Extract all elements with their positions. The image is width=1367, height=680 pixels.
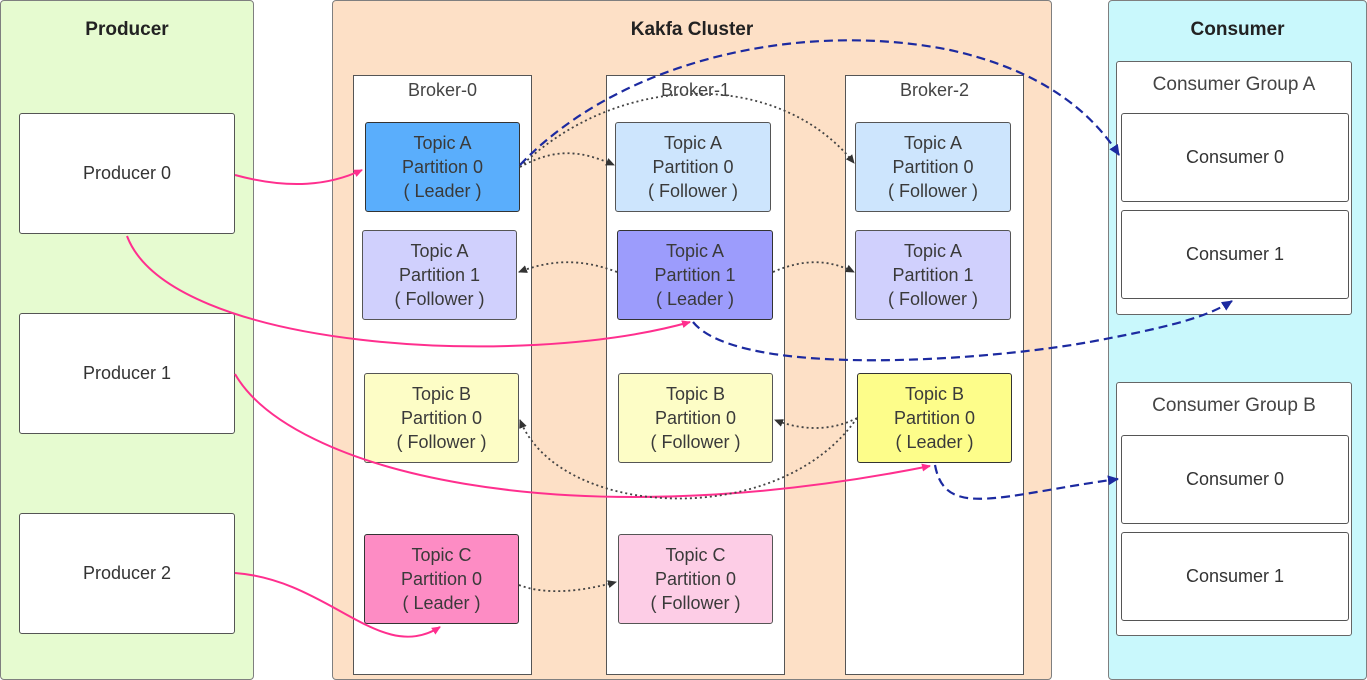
- partition-role: ( Leader ): [655, 289, 735, 309]
- partition-number: Partition 0: [654, 408, 737, 428]
- broker-0-label: Broker-0: [407, 80, 478, 100]
- broker-1-topic-a-partition-1[interactable]: Topic A Partition 1 ( Leader ): [617, 230, 773, 320]
- produce-arrow: [126, 235, 691, 348]
- partition-role: ( Leader ): [402, 593, 481, 613]
- partition-number: Partition 1: [892, 265, 974, 285]
- kafka-cluster-title: Kakfa Cluster: [630, 19, 754, 40]
- replication-arrow: [518, 580, 617, 593]
- broker-0-topic-a-partition-1[interactable]: Topic A Partition 1 ( Follower ): [362, 230, 517, 320]
- partition-topic: Topic A: [665, 241, 725, 261]
- partition-topic: Topic A: [413, 133, 472, 153]
- partition-role: ( Follower ): [650, 593, 741, 613]
- partition-topic: Topic C: [665, 545, 726, 565]
- broker-2-topic-b-partition-0[interactable]: Topic B Partition 0 ( Leader ): [857, 373, 1012, 463]
- partition-number: Partition 1: [654, 265, 736, 285]
- partition-role: ( Leader ): [895, 432, 974, 452]
- consumer-group-a-consumer-1[interactable]: Consumer 1: [1121, 210, 1349, 299]
- producer-2[interactable]: Producer 2: [19, 513, 235, 634]
- produce-arrow: [234, 373, 931, 498]
- broker-0-topic-c-partition-0[interactable]: Topic C Partition 0 ( Leader ): [364, 534, 519, 624]
- partition-role: ( Follower ): [887, 181, 978, 201]
- broker-2-topic-a-partition-1[interactable]: Topic A Partition 1 ( Follower ): [855, 230, 1011, 320]
- produce-arrow: [234, 572, 441, 638]
- consumer-group-b-label: Consumer Group B: [1152, 395, 1316, 416]
- consume-arrow: [933, 464, 1119, 500]
- replication-arrow: [774, 417, 858, 429]
- partition-topic: Topic A: [663, 133, 723, 153]
- replication-arrow: [772, 261, 855, 273]
- broker-1-topic-c-partition-0[interactable]: Topic C Partition 0 ( Follower ): [618, 534, 773, 624]
- partition-number: Partition 0: [400, 408, 483, 428]
- partition-topic: Topic B: [411, 384, 472, 404]
- partition-topic: Topic C: [411, 545, 472, 565]
- partition-number: Partition 0: [654, 569, 737, 589]
- broker-1-topic-a-partition-0[interactable]: Topic A Partition 0 ( Follower ): [615, 122, 771, 212]
- broker-2-topic-a-partition-0[interactable]: Topic A Partition 0 ( Follower ): [855, 122, 1011, 212]
- partition-number: Partition 0: [400, 569, 483, 589]
- partition-number: Partition 1: [398, 265, 481, 285]
- consumer-panel-title: Consumer: [1190, 19, 1285, 40]
- partition-number: Partition 0: [892, 157, 974, 177]
- replication-arrow: [519, 92, 855, 168]
- partition-topic: Topic A: [903, 133, 963, 153]
- broker-1-topic-b-partition-0[interactable]: Topic B Partition 0 ( Follower ): [618, 373, 773, 463]
- partition-role: ( Follower ): [396, 432, 487, 452]
- replication-arrow: [519, 152, 615, 168]
- partition-role: ( Follower ): [394, 289, 485, 309]
- partition-topic: Topic A: [410, 241, 469, 261]
- consume-arrow: [692, 300, 1233, 362]
- produce-arrow: [234, 169, 363, 186]
- partition-number: Partition 0: [652, 157, 734, 177]
- partition-topic: Topic B: [904, 384, 965, 404]
- replication-arrow: [518, 261, 618, 273]
- partition-role: ( Follower ): [650, 432, 741, 452]
- consume-arrow: [519, 39, 1120, 166]
- partition-number: Partition 0: [401, 157, 484, 177]
- producer-0[interactable]: Producer 0: [19, 113, 235, 234]
- producer-1[interactable]: Producer 1: [19, 313, 235, 434]
- broker-0-topic-a-partition-0[interactable]: Topic A Partition 0 ( Leader ): [365, 122, 520, 212]
- partition-topic: Topic A: [903, 241, 963, 261]
- partition-number: Partition 0: [893, 408, 976, 428]
- consumer-group-b-consumer-0[interactable]: Consumer 0: [1121, 435, 1349, 524]
- partition-role: ( Leader ): [403, 181, 482, 201]
- partition-role: ( Follower ): [647, 181, 738, 201]
- broker-0-topic-b-partition-0[interactable]: Topic B Partition 0 ( Follower ): [364, 373, 519, 463]
- consumer-group-b-consumer-1[interactable]: Consumer 1: [1121, 532, 1349, 621]
- partition-topic: Topic B: [665, 384, 726, 404]
- broker-2-label: Broker-2: [899, 80, 970, 100]
- partition-role: ( Follower ): [887, 289, 978, 309]
- producer-panel-title: Producer: [85, 19, 169, 40]
- replication-arrow: [519, 417, 858, 500]
- consumer-group-a-label: Consumer Group A: [1152, 74, 1316, 95]
- consumer-group-a-consumer-0[interactable]: Consumer 0: [1121, 113, 1349, 202]
